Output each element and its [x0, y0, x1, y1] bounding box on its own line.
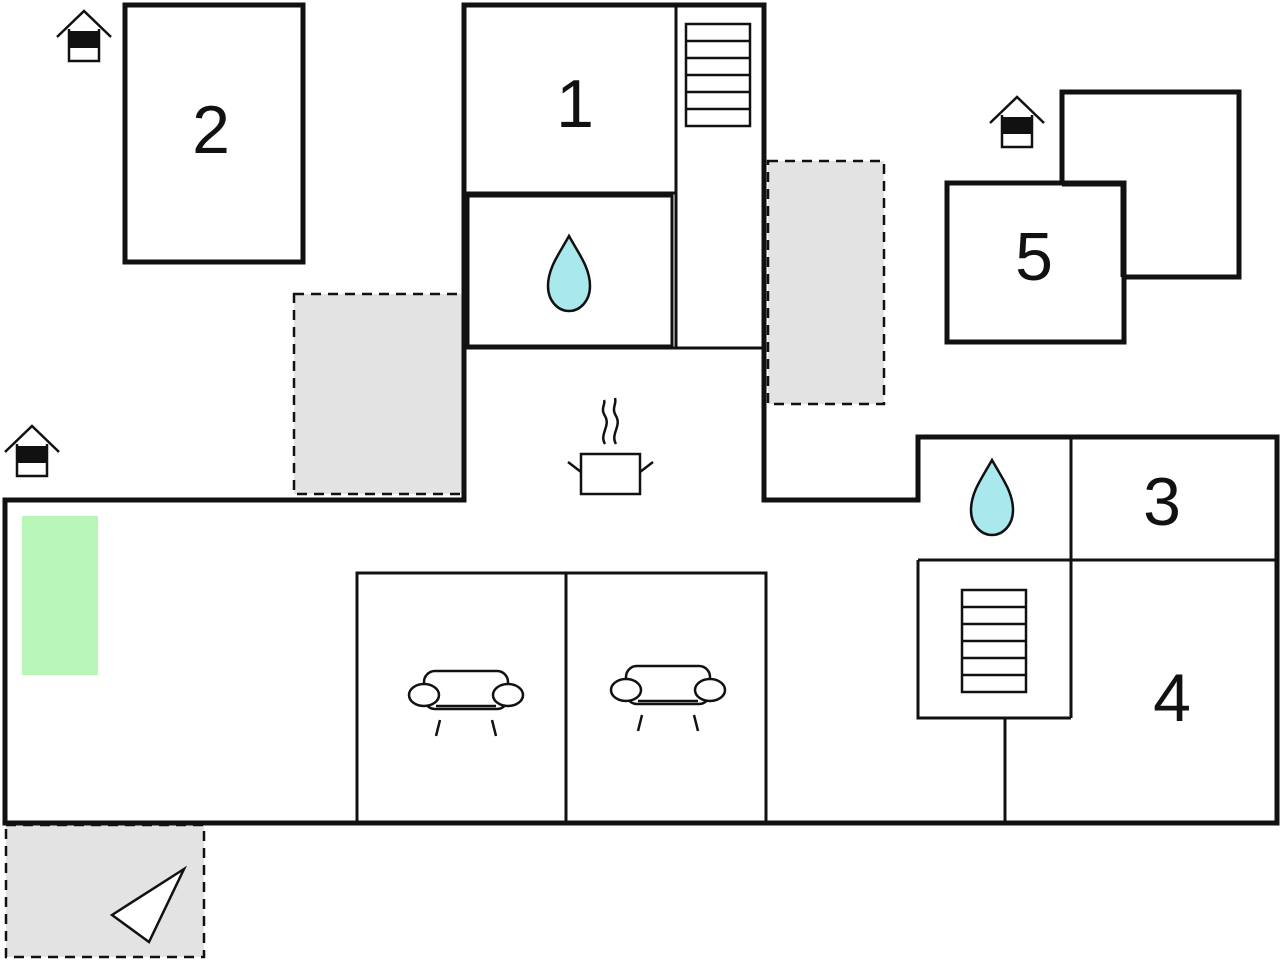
staircase-icon: [960, 588, 1028, 694]
house-entrance-icon: [989, 95, 1045, 149]
room-3-label: 3: [1143, 464, 1181, 540]
wall-bath-inset: [466, 194, 674, 348]
lawn-area: [22, 516, 98, 675]
cooking-pot-icon: [567, 397, 654, 496]
sofa-icon: [407, 669, 525, 737]
room-1-label: 1: [556, 66, 594, 142]
main-building-outline: [2, 2, 1280, 826]
house-entrance-icon: [56, 9, 112, 63]
wall-stair-box: [916, 560, 1071, 720]
sofa-icon: [609, 664, 727, 732]
water-drop-icon: [546, 233, 592, 313]
room-2-label: 2: [192, 92, 230, 168]
building-room-5-back: [1059, 89, 1242, 280]
house-entrance-icon: [4, 424, 60, 478]
terrace-left: [292, 292, 466, 496]
living-room-walls: [355, 571, 768, 823]
building-room-5-link: [1062, 183, 1124, 277]
staircase-icon: [684, 22, 752, 128]
water-drop-icon: [969, 457, 1015, 537]
compass-arrow-icon: [109, 865, 188, 944]
building-room-5: [944, 180, 1127, 345]
building-room-2: [122, 2, 306, 265]
terrace-right: [766, 159, 886, 406]
room-5-label: 5: [1015, 219, 1053, 295]
room-4-label: 4: [1153, 660, 1191, 736]
